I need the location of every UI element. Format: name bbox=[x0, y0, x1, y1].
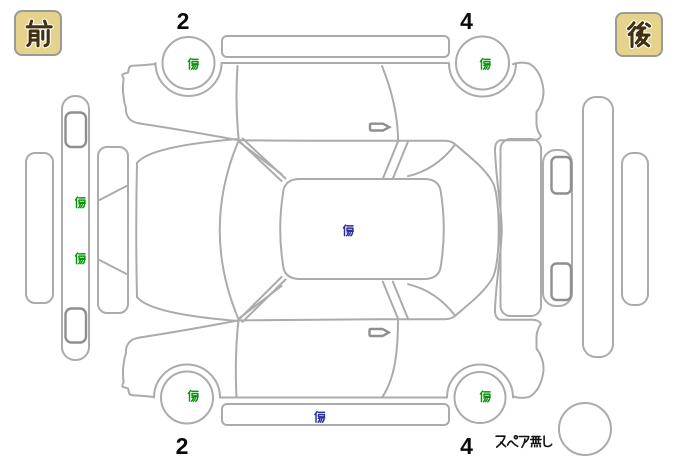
svg-text:4: 4 bbox=[460, 8, 473, 34]
svg-text:4: 4 bbox=[460, 433, 473, 458]
svg-text:2: 2 bbox=[177, 8, 190, 34]
svg-text:2: 2 bbox=[176, 433, 189, 458]
